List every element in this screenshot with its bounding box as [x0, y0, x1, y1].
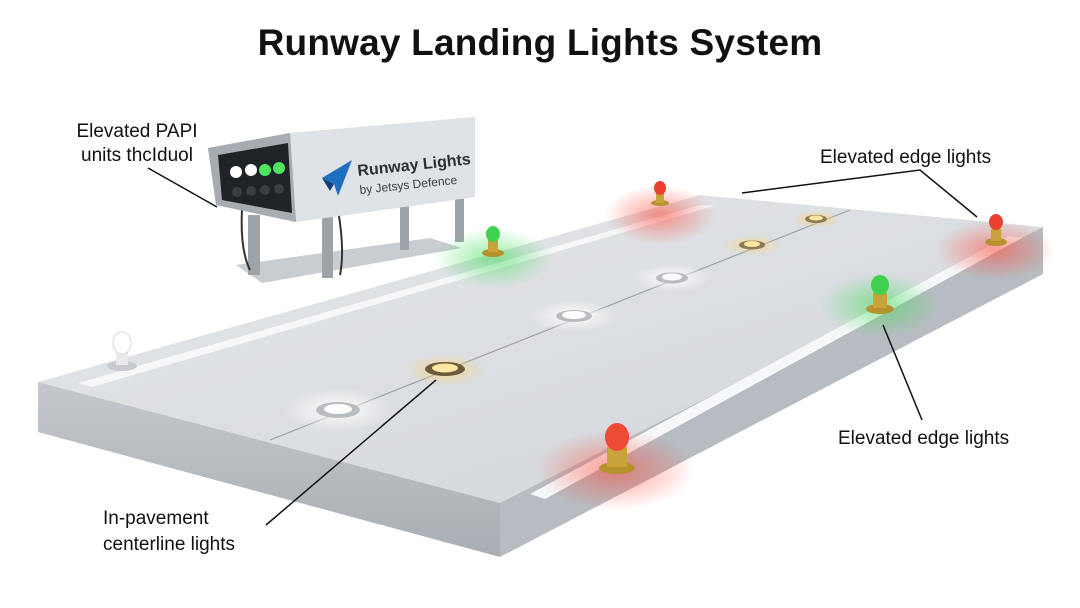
centerline-leader — [265, 379, 437, 526]
red-edge-light-icon — [599, 181, 1007, 474]
edge-lights-callout-right: Elevated edge lights — [838, 428, 1010, 449]
papi-callout: Elevated PAPI units thcIduol — [62, 120, 212, 168]
papi-unit-icon: Runway Lights by Jetsys Defence — [208, 117, 475, 283]
white-edge-light-icon — [107, 331, 137, 371]
centerline-callout: In-pavement centerline lights — [103, 506, 235, 558]
edge-top-leader — [741, 169, 978, 218]
papi-callout-line1: Elevated PAPI — [76, 121, 198, 142]
green-edge-light-icon — [482, 226, 894, 314]
centerline-light-icon — [316, 215, 827, 418]
brand-plane-icon — [322, 160, 352, 196]
diagram-title: Runway Landing Lights System — [257, 22, 823, 63]
papi-callout-line2: units thcIduol — [81, 145, 193, 166]
centerline-callout-line1: In-pavement — [103, 508, 209, 529]
leader-lines — [147, 167, 978, 526]
left-edge-stripe — [78, 205, 714, 387]
edge-lights-callout-top: Elevated edge lights — [820, 147, 992, 168]
papi-leader — [147, 167, 218, 208]
edge-right-leader — [882, 324, 923, 421]
centerline-callout-line2: centerline lights — [103, 534, 236, 555]
